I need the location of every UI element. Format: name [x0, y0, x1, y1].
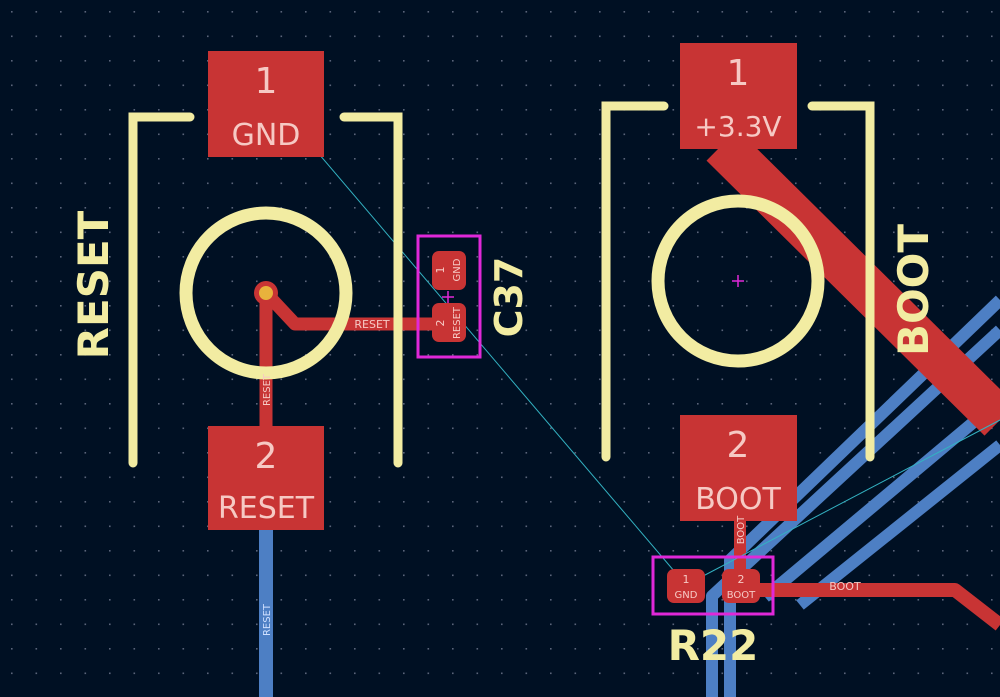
r22-pad-2-net: BOOT [727, 590, 756, 601]
boot-horizontal-track-label: BOOT [829, 580, 861, 593]
c37-pad-2-net: RESET [452, 306, 463, 339]
boot-silk-right [807, 101, 875, 462]
r22-resistor[interactable]: 1 GND 2 BOOT R22 [651, 555, 775, 670]
boot-pad-1-number: 1 [727, 53, 750, 94]
boot-switch-label: BOOT [889, 224, 938, 356]
boot-anchor-cross [732, 275, 744, 287]
c37-capacitor[interactable]: 1 GND 2 RESET C37 [416, 234, 531, 359]
c37-pad-2[interactable] [432, 303, 466, 342]
reset-silk-left [128, 112, 195, 468]
reset-switch-label: RESET [69, 210, 118, 359]
boot-pad-1-net: +3.3V [694, 110, 781, 143]
c37-pad-1-number: 1 [434, 267, 447, 274]
c37-anchor-cross [442, 291, 454, 303]
reset-via-hole [259, 286, 273, 300]
reset-back-track-label: RESET [262, 603, 273, 636]
c37-pad-1-net: GND [452, 258, 463, 281]
reset-pad-1-number: 1 [255, 61, 278, 102]
reset-pad-2[interactable] [208, 426, 324, 530]
r22-courtyard [651, 555, 775, 616]
reset-pad-2-net: RESET [218, 491, 315, 526]
reset-silk-right [339, 112, 403, 468]
reset-switch[interactable]: RESET 1 GND 2 RESET [69, 51, 403, 530]
boot-pad-2[interactable] [680, 415, 797, 521]
c37-pad-2-number: 2 [434, 320, 447, 327]
back-track-4[interactable] [796, 440, 1000, 610]
r22-pad-2-number: 2 [738, 573, 745, 586]
r22-reference: R22 [668, 621, 759, 670]
boot-switch[interactable]: BOOT 1 +3.3V 2 BOOT [601, 43, 938, 521]
back-track-3[interactable] [761, 395, 1000, 602]
c37-pad-1[interactable] [432, 251, 466, 290]
reset-vertical-track-label: RESET [262, 373, 273, 406]
boot-silk-left [601, 101, 669, 462]
back-track-1[interactable] [706, 325, 1000, 697]
ratsnest-gnd [289, 119, 687, 586]
reset-silk-circle [179, 206, 353, 380]
r22-pad-1-net: GND [675, 590, 698, 601]
track-labels: RESET RESET RESET BOOT BOOT [262, 318, 861, 636]
r22-pad-1-number: 1 [683, 573, 690, 586]
reset-pad-2-number: 2 [255, 436, 278, 477]
reset-pad-1-net: GND [232, 118, 301, 153]
boot-vertical-track-label: BOOT [736, 515, 747, 544]
c37-reference: C37 [487, 257, 531, 338]
reset-front-track-label: RESET [354, 318, 390, 331]
boot-pad-1[interactable] [680, 43, 797, 149]
back-copper-layer [259, 295, 1000, 697]
c37-courtyard [416, 234, 482, 359]
r22-pad-1[interactable] [667, 569, 705, 603]
r22-pad-2[interactable] [722, 569, 760, 603]
back-track-2[interactable] [724, 295, 1000, 697]
power-3v3-track[interactable] [706, 129, 1000, 436]
boot-silk-circle [651, 194, 825, 368]
boot-pad-2-number: 2 [727, 425, 750, 466]
boot-pad-2-net: BOOT [695, 482, 781, 517]
boot-horizontal-track[interactable] [752, 583, 1000, 631]
reset-pad-1[interactable] [208, 51, 324, 157]
